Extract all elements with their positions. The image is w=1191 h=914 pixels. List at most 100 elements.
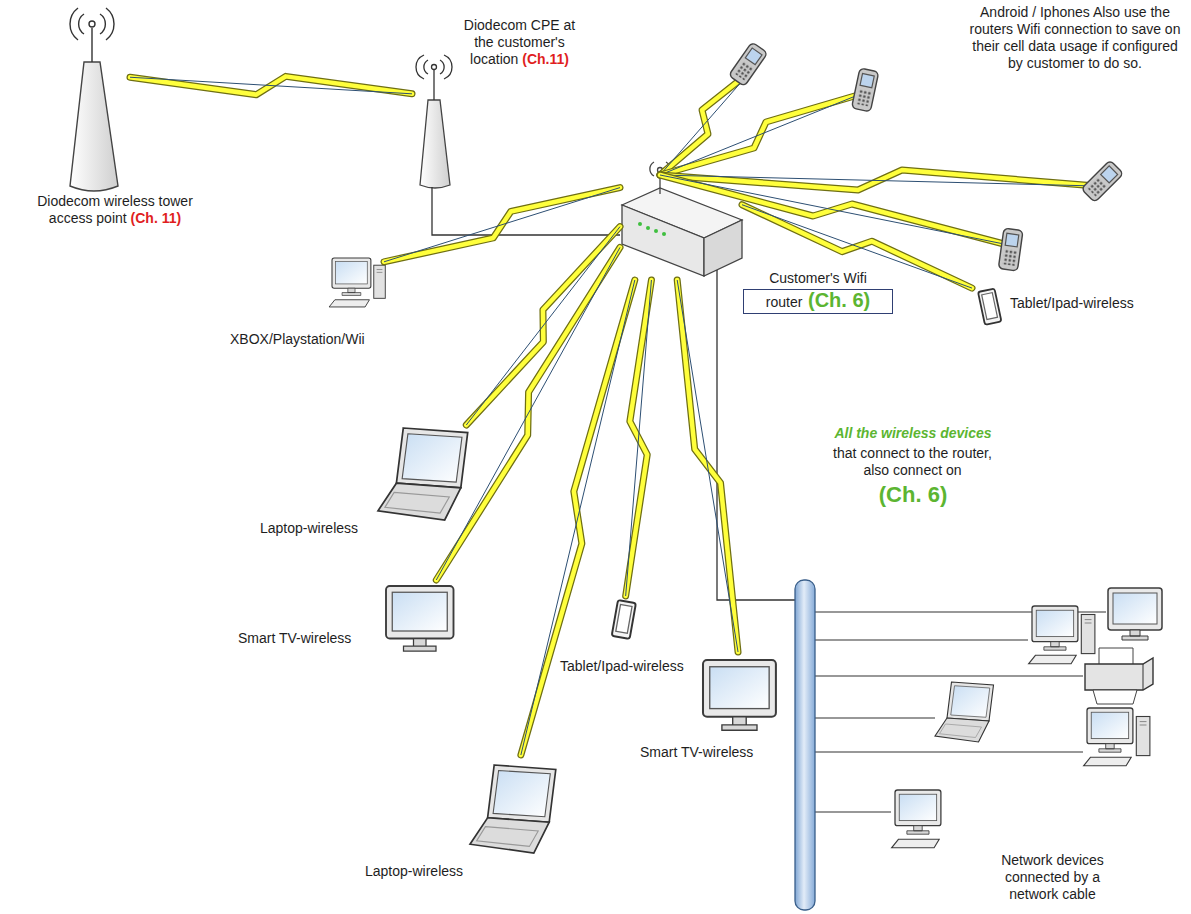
label-block: Smart TV-wireless <box>640 744 753 761</box>
wireless-link <box>521 280 635 755</box>
label-block: Laptop-wireless <box>260 520 358 537</box>
tv-node: Smart TV-wireless <box>700 652 780 740</box>
wireless-link <box>436 247 620 580</box>
pc-icon <box>1029 606 1095 664</box>
bolt-outline <box>677 280 738 652</box>
bolt-outline <box>436 247 620 580</box>
device-label: Smart TV-wireless <box>238 630 351 646</box>
bolt-fill <box>130 76 412 94</box>
bolt-outline <box>466 227 620 425</box>
text-line: Tablet/Ipad-wireless <box>1010 295 1134 312</box>
bolt-fill <box>384 188 620 262</box>
laptop-icon <box>470 765 556 853</box>
device-label: Tablet/Ipad-wireless <box>560 658 684 674</box>
device-label: Smart TV-wireless <box>640 744 753 760</box>
text-line: XBOX/Playstation/Wii <box>230 331 365 348</box>
tablet-icon <box>978 289 1001 325</box>
wireless-link <box>130 76 412 94</box>
bolt-fill <box>521 280 635 755</box>
tower-icon <box>70 8 118 191</box>
bolt-outline <box>521 280 635 755</box>
router-node: Customer's Wifirouter(Ch. 6) <box>620 165 742 280</box>
bolt-core <box>742 205 972 288</box>
wireless-link <box>384 188 620 262</box>
device-label: router <box>766 294 803 310</box>
console-icon <box>329 258 385 307</box>
device-label: Laptop-wireless <box>365 863 463 879</box>
bolt-core <box>677 280 738 652</box>
laptop-icon <box>378 428 468 520</box>
printer-icon <box>1085 648 1153 704</box>
device-label: Diodecom CPE at the customer's location <box>464 17 575 67</box>
label-block: Tablet/Ipad-wireless <box>1010 295 1134 312</box>
wireless-link <box>677 280 738 652</box>
label-block: Smart TV-wireless <box>238 630 351 647</box>
text-line: Tablet/Ipad-wireless <box>560 658 684 675</box>
wireless-link <box>742 205 972 288</box>
phone-links <box>660 72 1096 244</box>
cpe-icon <box>416 55 452 188</box>
bolt-fill <box>466 227 620 425</box>
tablet-node: Tablet/Ipad-wireless <box>610 596 640 644</box>
laptop-icon <box>935 682 994 742</box>
device-label: XBOX/Playstation/Wii <box>230 331 365 347</box>
tablet-icon <box>612 600 636 639</box>
bolt-outline <box>130 76 412 94</box>
device-label: Customer's Wifi <box>769 270 867 286</box>
tv-icon <box>703 660 776 730</box>
cpe-node: Diodecom CPE at the customer's location(… <box>412 15 452 187</box>
tv-node: Smart TV-wireless <box>383 580 455 658</box>
bolt-core <box>384 188 620 262</box>
bolt-fill <box>677 280 738 652</box>
bolt-outline <box>626 280 652 596</box>
monitor-icon <box>1108 588 1162 640</box>
device-label: Tablet/Ipad-wireless <box>1010 295 1134 311</box>
label-block: Tablet/Ipad-wireless <box>560 658 684 675</box>
text-line: Diodecom wireless tower access point(Ch.… <box>15 193 215 227</box>
chapter-ref: (Ch. 6) <box>808 289 870 311</box>
tv-icon <box>386 586 454 651</box>
bolt-outline <box>384 188 620 262</box>
text-line: Diodecom CPE at the customer's location(… <box>457 17 582 68</box>
chapter-ref: (Ch. 6) <box>813 482 1013 508</box>
label-block: Laptop-wireless <box>365 863 463 880</box>
bolt-core <box>521 280 635 755</box>
router-label-box: router (Ch. 6) <box>743 289 893 314</box>
bolt-fill <box>436 247 620 580</box>
pc-icon <box>1084 708 1150 766</box>
device-label: Diodecom wireless tower access point <box>37 193 193 226</box>
text-line: Laptop-wireless <box>365 863 463 880</box>
network-pipe <box>795 580 815 910</box>
laptop-node: Laptop-wireless <box>468 755 563 855</box>
note-text: that connect to the router, also connect… <box>830 445 995 479</box>
bolt-fill <box>742 205 972 288</box>
chapter-ref: (Ch.11) <box>522 51 569 67</box>
phone-icon <box>852 68 879 112</box>
device-label: Laptop-wireless <box>260 520 358 536</box>
phone-icon <box>729 42 768 86</box>
tablet-node: Tablet/Ipad-wireless <box>972 285 1002 327</box>
phone-icon <box>1081 160 1123 202</box>
label-block: Diodecom CPE at the customer's location(… <box>457 17 582 68</box>
note-text: Network devices connected by a network c… <box>990 852 1115 903</box>
monitor-icon <box>892 790 941 848</box>
bolt-core <box>626 280 652 596</box>
phone-icon <box>998 228 1023 271</box>
label-block: Customer's Wifi router (Ch. 6) <box>728 270 908 314</box>
laptop-node: Laptop-wireless <box>372 425 477 517</box>
bolt-outline <box>742 205 972 288</box>
console-node: XBOX/Playstation/Wii <box>328 255 384 327</box>
text-line: Smart TV-wireless <box>640 744 753 761</box>
chapter-ref: (Ch. 11) <box>131 210 182 226</box>
bolt-fill <box>626 280 652 596</box>
label-block: Diodecom wireless tower access point(Ch.… <box>15 193 215 227</box>
bolt-core <box>436 247 620 580</box>
bolt-core <box>466 227 620 425</box>
tower-node: Diodecom wireless tower access point(Ch.… <box>55 10 130 190</box>
note-heading: All the wireless devices <box>813 425 1013 442</box>
text-line: Smart TV-wireless <box>238 630 351 647</box>
text-line: Customer's Wifi <box>728 270 908 287</box>
wireless-link <box>626 280 652 596</box>
